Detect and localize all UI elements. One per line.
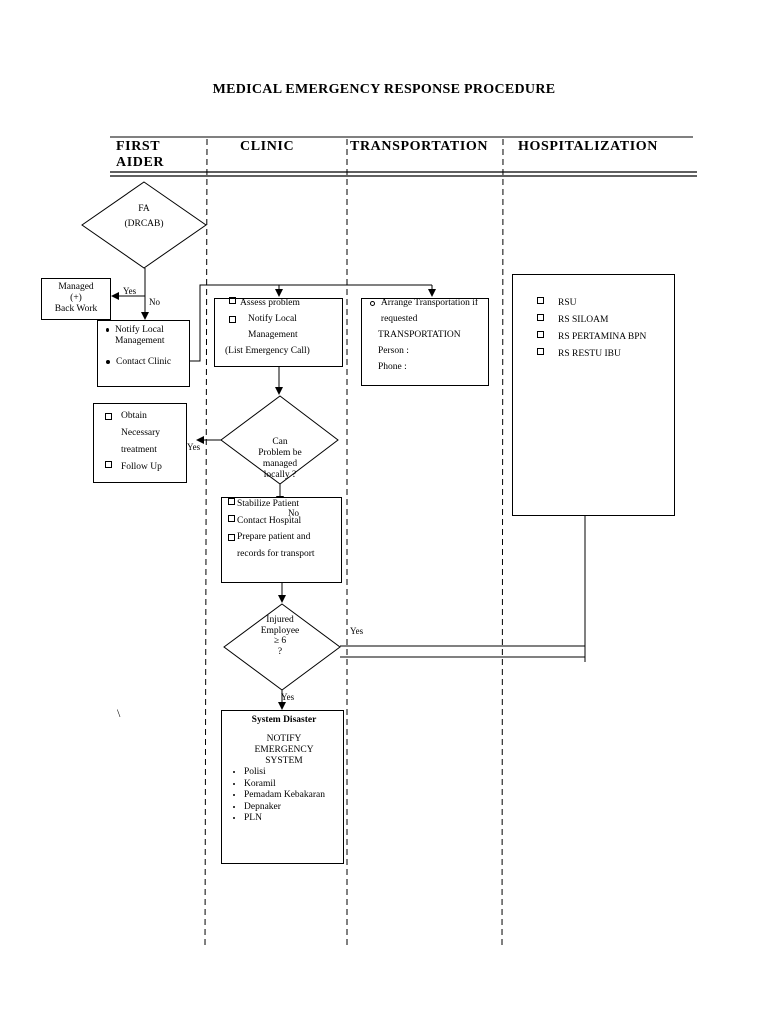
transportation-box: Arrange Transportation if requested TRAN… xyxy=(361,298,489,386)
header-rules xyxy=(110,136,697,177)
lane-separators xyxy=(204,138,504,949)
assess-problem-box: Assess problem Notify Local Management (… xyxy=(214,297,343,367)
checkbox-icon xyxy=(537,297,544,304)
yes-label-disaster: Yes xyxy=(281,692,295,702)
checkbox-icon xyxy=(228,514,235,522)
checkbox-icon xyxy=(537,314,544,321)
list-item: PLN xyxy=(244,813,343,825)
checkbox-icon xyxy=(105,461,112,468)
checkbox-icon xyxy=(537,348,544,355)
list-item: Koramil xyxy=(244,779,343,791)
lane-first-aider: FIRST AIDER xyxy=(116,139,165,170)
obtain-treatment-box: Obtain Necessary treatment Follow Up xyxy=(93,403,187,483)
no-label-fa: No xyxy=(149,297,160,307)
list-item: Depnaker xyxy=(244,802,343,814)
can-decision-text: Can Problem be managed locally ? xyxy=(258,437,302,480)
drcab-label: (DRCAB) xyxy=(124,219,164,229)
list-item: Polisi xyxy=(244,767,343,779)
checkbox-icon xyxy=(537,331,544,338)
notify-contact-box: Notify Local Management Contact Clinic xyxy=(97,320,190,387)
hospital-list-box: RSU RS SILOAM RS PERTAMINA BPN RS RESTU … xyxy=(512,274,675,516)
checkbox-icon xyxy=(229,316,236,323)
yes-label-obtain: Yes xyxy=(187,442,201,452)
fa-decision-text: FA (DRCAB) xyxy=(104,203,184,230)
checkbox-icon xyxy=(228,534,235,541)
page-title: MEDICAL EMERGENCY RESPONSE PROCEDURE xyxy=(212,82,556,97)
yes-label-hospital: Yes xyxy=(350,626,364,636)
checkbox-icon xyxy=(228,498,235,505)
checkbox-icon xyxy=(105,413,112,420)
checkbox-icon xyxy=(229,297,236,304)
bullet-icon xyxy=(106,328,109,332)
lane-transportation: TRANSPORTATION xyxy=(350,139,489,154)
disaster-heading: System Disaster xyxy=(251,715,317,725)
managed-back-work-box: Managed (+) Back Work xyxy=(41,278,111,320)
yes-label-managed: Yes xyxy=(123,286,137,296)
injured-decision-text: Injured Employee ≥ 6 ? xyxy=(260,615,300,657)
lane-hospitalization: HOSPITALIZATION xyxy=(518,139,658,154)
stray-mark: \ xyxy=(117,706,121,720)
lane-clinic: CLINIC xyxy=(240,139,295,154)
fa-decision-diamond xyxy=(81,181,207,269)
system-disaster-box: System Disaster NOTIFY EMERGENCY SYSTEM … xyxy=(221,710,344,864)
agency-list: Polisi Koramil Pemadam Kebakaran Depnake… xyxy=(230,767,343,825)
fa-label: FA xyxy=(138,204,150,214)
no-label-can: No xyxy=(288,508,299,518)
stabilize-box: Stabilize Patient Contact Hospital Prepa… xyxy=(221,497,342,583)
list-item: Pemadam Kebakaran xyxy=(244,790,343,802)
circle-bullet-icon xyxy=(370,301,375,306)
bullet-icon xyxy=(106,360,110,364)
